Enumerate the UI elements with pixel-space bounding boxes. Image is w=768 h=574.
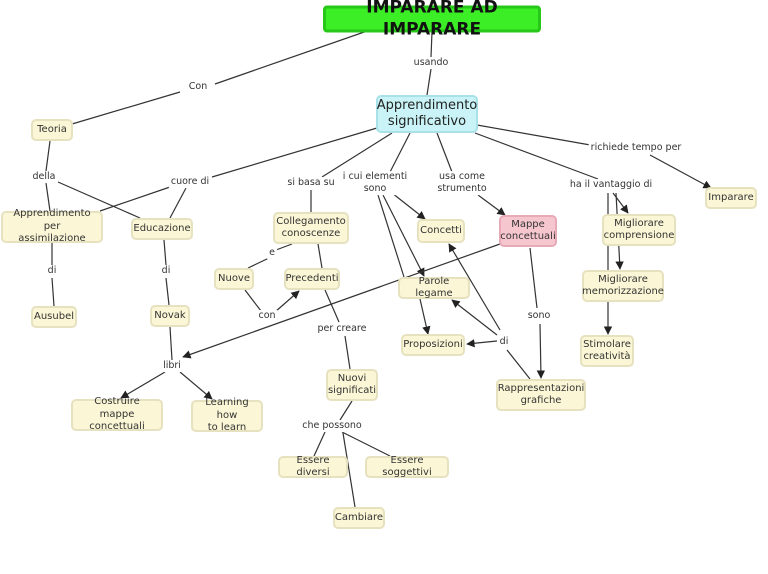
concept-imparare[interactable]: Imparare (705, 187, 757, 209)
concept-mappe[interactable]: Mappe concettuali (499, 215, 557, 247)
link-label-che-possono: che possono (300, 420, 364, 432)
line-connector (387, 132, 411, 177)
link-label-della: della (30, 171, 58, 183)
link-label-di-ausubel: di (45, 265, 59, 277)
concept-essere-diversi[interactable]: Essere diversi (278, 455, 348, 478)
concept-novak[interactable]: Novak (150, 305, 190, 327)
arrow-connector (649, 154, 712, 189)
link-label-con-upper: Con (186, 81, 210, 93)
line-connector (275, 243, 293, 251)
arrow-connector (612, 192, 629, 214)
line-connector (211, 127, 378, 178)
arrow-connector (451, 299, 498, 336)
concept-migliorare-comprensione[interactable]: Migliorare comprensione (602, 214, 676, 246)
arrow-connector (391, 192, 426, 220)
line-connector (426, 68, 432, 96)
concept-educazione[interactable]: Educazione (131, 218, 193, 240)
arrow-connector (179, 371, 213, 400)
concept-nuove[interactable]: Nuove (214, 268, 254, 290)
link-label-per-creare: per creare (315, 323, 369, 335)
line-connector (45, 182, 51, 212)
line-connector (244, 289, 262, 312)
concept-migliorare-memorizzazione[interactable]: Migliorare memorizzazione (582, 270, 664, 302)
arrow-connector (382, 194, 425, 277)
line-connector (342, 432, 356, 508)
arrow-connector (536, 323, 546, 379)
concept-stimolare[interactable]: Stimolare creatività (580, 335, 634, 367)
line-connector (169, 187, 187, 219)
line-connector (529, 247, 538, 309)
line-connector (57, 181, 141, 219)
arrow-connector (274, 290, 300, 313)
concept-teoria[interactable]: Teoria (31, 119, 73, 141)
concept-learning[interactable]: Learning how to learn (191, 397, 263, 433)
line-connector (430, 31, 433, 58)
line-connector (341, 431, 391, 457)
line-connector (99, 186, 171, 212)
line-connector (506, 349, 531, 380)
arrow-connector (419, 298, 431, 335)
concept-rappresentazioni[interactable]: Rappresentazioni grafiche (496, 379, 586, 411)
line-connector (165, 277, 170, 306)
arrow-connector (448, 243, 501, 331)
line-connector (436, 132, 453, 173)
concept-essere-soggettivi[interactable]: Essere soggettivi (365, 455, 449, 478)
concept-concetti[interactable]: Concetti (417, 219, 465, 243)
concept-precedenti[interactable]: Precedenti (284, 268, 340, 290)
line-connector (377, 194, 405, 278)
line-connector (474, 132, 599, 180)
line-connector (321, 132, 393, 178)
arrow-connector (477, 194, 506, 216)
line-connector (214, 29, 371, 85)
line-connector (247, 257, 270, 269)
concept-ausubel[interactable]: Ausubel (31, 306, 77, 328)
concept-title[interactable]: IMPARARE AD IMPARARE (323, 0, 541, 39)
concept-parole[interactable]: Parole legame (398, 276, 470, 299)
arrow-connector (120, 371, 166, 399)
line-connector (71, 91, 181, 125)
arrow-connector (182, 243, 501, 359)
link-label-usa-come: usa come strumento (435, 171, 489, 195)
link-label-con: con (256, 310, 278, 322)
line-connector (344, 335, 351, 370)
link-label-i-cui-elementi: i cui elementi sono (340, 171, 410, 195)
concept-cambiare[interactable]: Cambiare (333, 507, 385, 529)
link-label-di-mappe: di (497, 336, 511, 348)
link-label-usando: usando (411, 57, 451, 69)
link-label-si-basa-su: si basa su (285, 177, 337, 189)
link-label-e: e (267, 247, 277, 259)
concept-apprendimento-significativo[interactable]: Apprendimento significativo (376, 95, 478, 133)
concept-costruire[interactable]: Costruire mappe concettuali (71, 396, 163, 432)
arrow-connector (466, 339, 498, 348)
line-connector (339, 400, 353, 421)
concept-apprendimento-assimilazione[interactable]: Apprendimento per assimilazione (1, 208, 103, 244)
line-connector (317, 243, 323, 269)
line-connector (163, 239, 167, 266)
link-label-cuore-di: cuore di (168, 176, 212, 188)
line-connector (324, 289, 340, 323)
concept-nuovi-significati[interactable]: Nuovi significati (326, 369, 378, 401)
line-connector (313, 431, 326, 457)
concept-proposizioni[interactable]: Proposizioni (401, 334, 465, 356)
link-label-di-novak: di (159, 265, 173, 277)
link-label-libri: libri (161, 360, 183, 372)
line-connector (169, 326, 173, 361)
line-connector (45, 140, 51, 172)
concept-collegamento[interactable]: Collegamento conoscenze (273, 212, 349, 244)
line-connector (51, 277, 55, 307)
link-label-richiede: richiede tempo per (588, 142, 684, 154)
line-connector (476, 124, 597, 147)
link-label-sono: sono (525, 310, 553, 322)
link-label-ha-il-vantaggio: ha il vantaggio di (567, 179, 655, 191)
